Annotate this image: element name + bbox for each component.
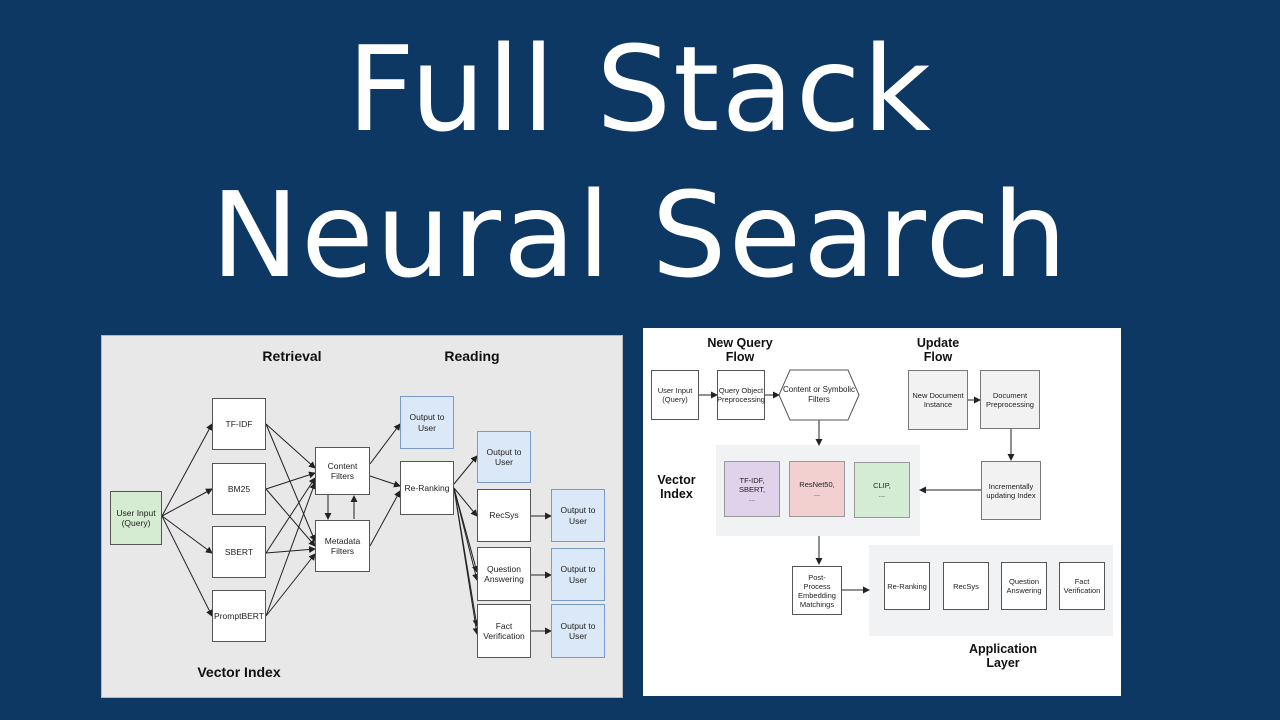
promptbert-node: PromptBERT (212, 590, 266, 642)
edge-bm25-content (265, 471, 316, 490)
header-retrieval: Retrieval (262, 348, 322, 364)
left-diagram-arrows (161, 423, 552, 635)
output-to-user-node: Output to User (551, 604, 605, 658)
edge-content-output (369, 423, 401, 465)
output-to-user-node: Output to User (551, 489, 605, 542)
re-ranking-node: Re-Ranking (400, 461, 454, 515)
header-new-query-flow: New Query Flow (707, 336, 773, 365)
edge-input-sbert (161, 515, 213, 554)
sbert-node: SBERT (212, 526, 266, 578)
edge-input-tfidf (161, 423, 213, 517)
bm25-node: BM25 (212, 463, 266, 515)
edge-tfidf-content (265, 423, 316, 469)
edge-sbert-content (265, 477, 316, 554)
edge-rerank-qa-2 (453, 487, 479, 581)
edge-tfidf-metadata (265, 423, 316, 542)
edge-rerank-fact-2 (453, 487, 480, 635)
query-preprocessing-node: Query Object Preprocessing (717, 370, 765, 420)
user-input-node: User Input (Query) (651, 370, 699, 420)
edge-promptbert-metadata (265, 553, 316, 617)
retrieval-reading-diagram: Retrieval Reading Vector Index User Inpu… (101, 335, 623, 698)
document-preprocessing-node: Document Preprocessing (980, 370, 1040, 429)
recsys-node: RecSys (943, 562, 989, 610)
edge-sbert-metadata (265, 545, 316, 554)
tfidf-node: TF-IDF (212, 398, 266, 450)
header-vector-index: Vector Index (197, 664, 281, 680)
fact-verification-node: Fact Verification (1059, 562, 1105, 610)
new-document-node: New Document Instance (908, 370, 968, 430)
question-answering-node: Question Answering (477, 547, 531, 601)
recsys-node: RecSys (477, 489, 531, 542)
edge-input-bm25 (161, 488, 213, 517)
tfidf-sbert-node: TF-IDF, SBERT, ... (724, 461, 780, 517)
post-process-node: Post-Process Embedding Matchings (792, 566, 842, 615)
output-to-user-node: Output to User (400, 396, 454, 449)
edge-rerank-output (453, 455, 478, 485)
header-application-layer: Application Layer (968, 642, 1038, 671)
filters-hexagon (778, 369, 860, 421)
edge-promptbert-content (265, 482, 317, 617)
edge-input-promptbert (161, 515, 213, 617)
fact-verification-node: Fact Verification (477, 604, 531, 658)
edge-metadata-rerank (369, 490, 401, 547)
title-line-2: Neural Search (210, 166, 1070, 304)
edge-bm25-metadata (265, 488, 316, 547)
header-reading: Reading (444, 348, 500, 364)
re-ranking-node: Re-Ranking (884, 562, 930, 610)
output-to-user-node: Output to User (551, 548, 605, 601)
clip-node: CLIP, ... (854, 462, 910, 518)
header-update-flow: Update Flow (916, 336, 960, 365)
filters-label: Content or Symbolic Filters (782, 385, 856, 404)
edge-rerank-recsys (453, 487, 478, 517)
incremental-index-node: Incrementally updating Index (981, 461, 1041, 520)
title-line-1: Full Stack (347, 20, 933, 158)
question-answering-node: Question Answering (1001, 562, 1047, 610)
edge-content-rerank (369, 475, 401, 488)
output-to-user-node: Output to User (477, 431, 531, 483)
metadata-filters-node: Metadata Filters (315, 520, 370, 572)
content-symbolic-filters-node: Content or Symbolic Filters (779, 370, 859, 420)
right-diagram-arrows (699, 369, 1015, 594)
content-filters-node: Content Filters (315, 447, 370, 495)
header-vector-index: Vector Index (657, 473, 696, 502)
neural-search-stack-diagram: New Query Flow Update Flow Vector Index … (643, 328, 1121, 696)
resnet-node: ResNet50, ... (789, 461, 845, 517)
user-input-node: User Input (Query) (110, 491, 162, 545)
